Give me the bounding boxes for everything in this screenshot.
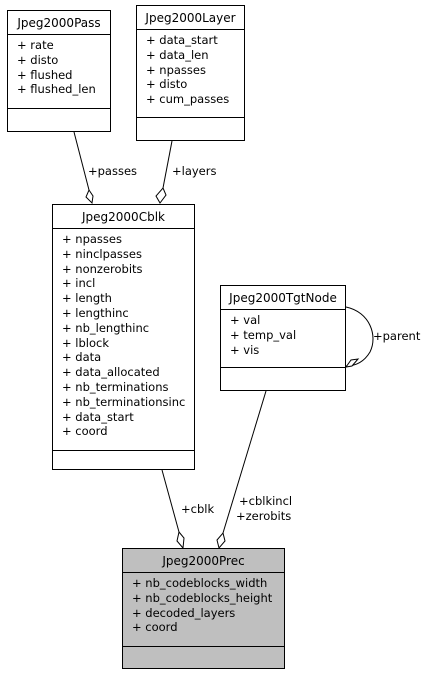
attribute: + decoded_layers [132,605,236,620]
edge-layers [162,140,173,189]
attribute: + npasses [62,232,122,246]
class-attributes: + data_start + data_len + npasses + dist… [137,30,244,118]
attribute: + rate [17,38,54,52]
attribute: + disto [17,52,59,67]
attribute: + length [62,291,112,306]
edge-label-zerobits: +zerobits [236,509,292,523]
attribute: + temp_val [230,327,297,342]
edge-passes [73,131,90,191]
attribute: + lengthinc [62,305,129,320]
edge-layers-diamond [155,187,167,204]
edge-passes-diamond [85,188,94,205]
edge-cblk [161,469,180,533]
class-attributes: + nb_codeblocks_width + nb_codeblocks_he… [123,573,284,647]
attribute: + nb_codeblocks_width [132,576,268,590]
class-attributes: + rate + disto + flushed + flushed_len [8,35,110,109]
edge-cblkincl-diamond [216,531,226,550]
class-title: Jpeg2000Layer [137,6,244,30]
class-title: Jpeg2000Prec [123,549,284,573]
attribute: + incl [62,276,96,291]
edge-cblk-diamond [176,530,185,550]
attribute: + cum_passes [146,92,230,107]
attribute: + coord [132,620,178,635]
edge-label-cblk: +cblk [181,502,215,516]
edge-cblkincl [222,390,267,534]
attribute: + lblock [62,335,109,350]
attribute: + data_len [146,47,209,62]
class-jpeg2000layer[interactable]: Jpeg2000Layer + data_start + data_len + … [136,5,245,141]
class-title: Jpeg2000Cblk [53,205,194,229]
edge-parent [345,306,374,367]
attribute: + nonzerobits [62,261,143,276]
attribute: + nb_terminationsinc [62,394,186,409]
class-jpeg2000prec[interactable]: Jpeg2000Prec + nb_codeblocks_width + nb_… [122,548,285,669]
attribute: + data_start [146,33,218,47]
attribute: + flushed_len [17,82,96,97]
attribute: + nb_codeblocks_height [132,590,273,605]
attribute: + val [230,313,261,327]
class-attributes: + val + temp_val + vis [221,310,345,368]
class-jpeg2000pass[interactable]: Jpeg2000Pass + rate + disto + flushed + … [7,10,111,132]
edge-label-layers: +layers [172,164,217,178]
attribute: + data_start [62,409,134,424]
class-title: Jpeg2000Pass [8,11,110,35]
class-title: Jpeg2000TgtNode [221,286,345,310]
attribute: + coord [62,424,108,439]
edge-parent-diamond [344,358,360,368]
edge-label-parent: +parent [373,329,421,343]
attribute: + data_allocated [62,365,160,380]
attribute: + nb_terminations [62,379,169,394]
attribute: + nb_lengthinc [62,320,150,335]
class-attributes: + npasses + ninclpasses + nonzerobits + … [53,229,194,451]
attribute: + data [62,350,102,365]
attribute: + disto [146,77,188,92]
edge-label-passes: +passes [88,164,138,178]
attribute: + flushed [17,67,73,82]
edge-label-cblkincl: +cblkincl [239,494,293,508]
attribute: + ninclpasses [62,246,142,261]
attribute: + vis [230,342,260,357]
class-jpeg2000tgtnode[interactable]: Jpeg2000TgtNode + val + temp_val + vis [220,285,346,391]
class-jpeg2000cblk[interactable]: Jpeg2000Cblk + npasses + ninclpasses + n… [52,204,195,470]
attribute: + npasses [146,62,206,77]
